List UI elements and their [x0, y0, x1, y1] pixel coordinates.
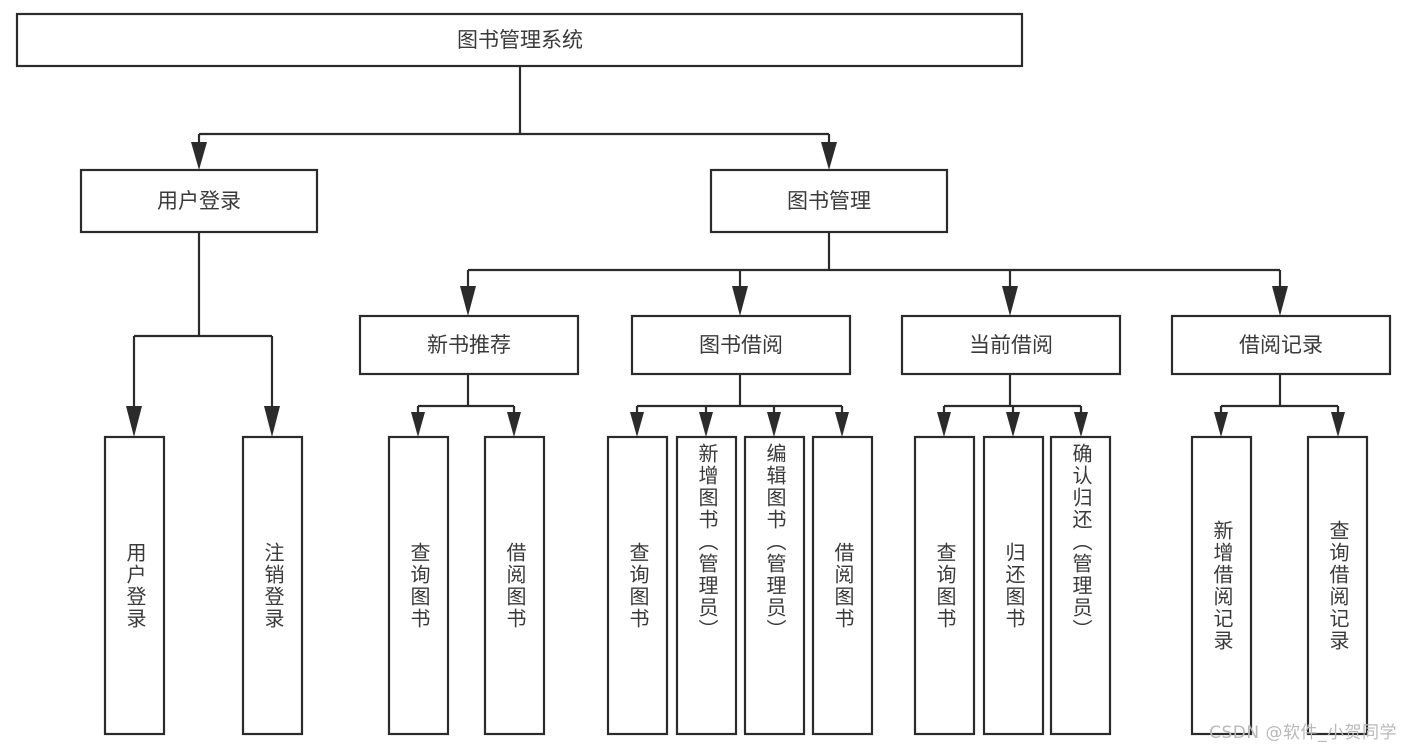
leaf-box-book-borrow-0[interactable]	[606, 435, 669, 736]
arrow-book-manage-to-new-book	[460, 286, 476, 316]
arrow-current-borrow-leaf-1	[1006, 412, 1020, 437]
leaf-box-new-book-0[interactable]	[387, 435, 450, 736]
leaf-box-borrow-record-0[interactable]	[1190, 435, 1253, 736]
leaf-box-new-book-1[interactable]	[483, 435, 546, 736]
leaf-box-current-borrow-0[interactable]	[913, 435, 976, 736]
arrow-new-book-leaf-1	[507, 412, 521, 437]
node-book-borrow-label: 图书借阅	[699, 333, 783, 357]
leaf-box-borrow-record-1[interactable]	[1306, 435, 1369, 736]
leaf-box-book-borrow-1[interactable]	[675, 435, 738, 736]
arrow-book-borrow-leaf-2	[767, 412, 781, 437]
arrow-root-to-user-login	[191, 142, 207, 170]
leaf-box-book-borrow-3[interactable]	[811, 435, 874, 736]
leaf-box-book-borrow-2[interactable]	[743, 435, 806, 736]
csdn-watermark: CSDN @软件_小贺同学	[1209, 723, 1397, 743]
leaf-box-current-borrow-1[interactable]	[982, 435, 1045, 736]
node-new-book-recommend-label: 新书推荐	[427, 333, 511, 357]
node-borrow-record-label: 借阅记录	[1239, 333, 1323, 357]
leaf-box-user-login-1[interactable]	[241, 435, 304, 736]
arrow-book-borrow-leaf-1	[699, 412, 713, 437]
node-current-borrow-box[interactable]	[900, 314, 1122, 376]
node-new-book-recommend-box[interactable]	[358, 314, 580, 376]
node-current-borrow-label: 当前借阅	[969, 333, 1053, 357]
arrow-book-manage-to-book-borrow	[732, 286, 748, 316]
arrow-borrow-record-leaf-1	[1331, 412, 1345, 437]
node-user-login-box[interactable]	[79, 168, 319, 234]
arrow-borrow-record-leaf-0	[1214, 412, 1228, 437]
node-user-login-label: 用户登录	[157, 189, 241, 213]
arrow-book-manage-to-current-borrow	[1002, 286, 1018, 316]
arrow-book-manage-to-borrow-record	[1272, 286, 1288, 316]
leaf-box-user-login-0[interactable]	[103, 435, 166, 736]
arrow-new-book-leaf-0	[411, 412, 425, 437]
node-book-manage-label: 图书管理	[787, 189, 871, 213]
leaf-box-current-borrow-2[interactable]	[1049, 435, 1112, 736]
arrow-user-login-leaf-0	[126, 406, 142, 437]
arrow-root-to-book-manage	[821, 142, 837, 170]
arrow-current-borrow-leaf-0	[937, 412, 951, 437]
arrow-user-login-leaf-1	[264, 406, 280, 437]
arrow-book-borrow-leaf-3	[835, 412, 849, 437]
node-root-label: 图书管理系统	[457, 28, 583, 52]
node-root-box[interactable]	[15, 12, 1024, 68]
arrow-book-borrow-leaf-0	[630, 412, 644, 437]
arrow-current-borrow-leaf-2	[1074, 412, 1088, 437]
